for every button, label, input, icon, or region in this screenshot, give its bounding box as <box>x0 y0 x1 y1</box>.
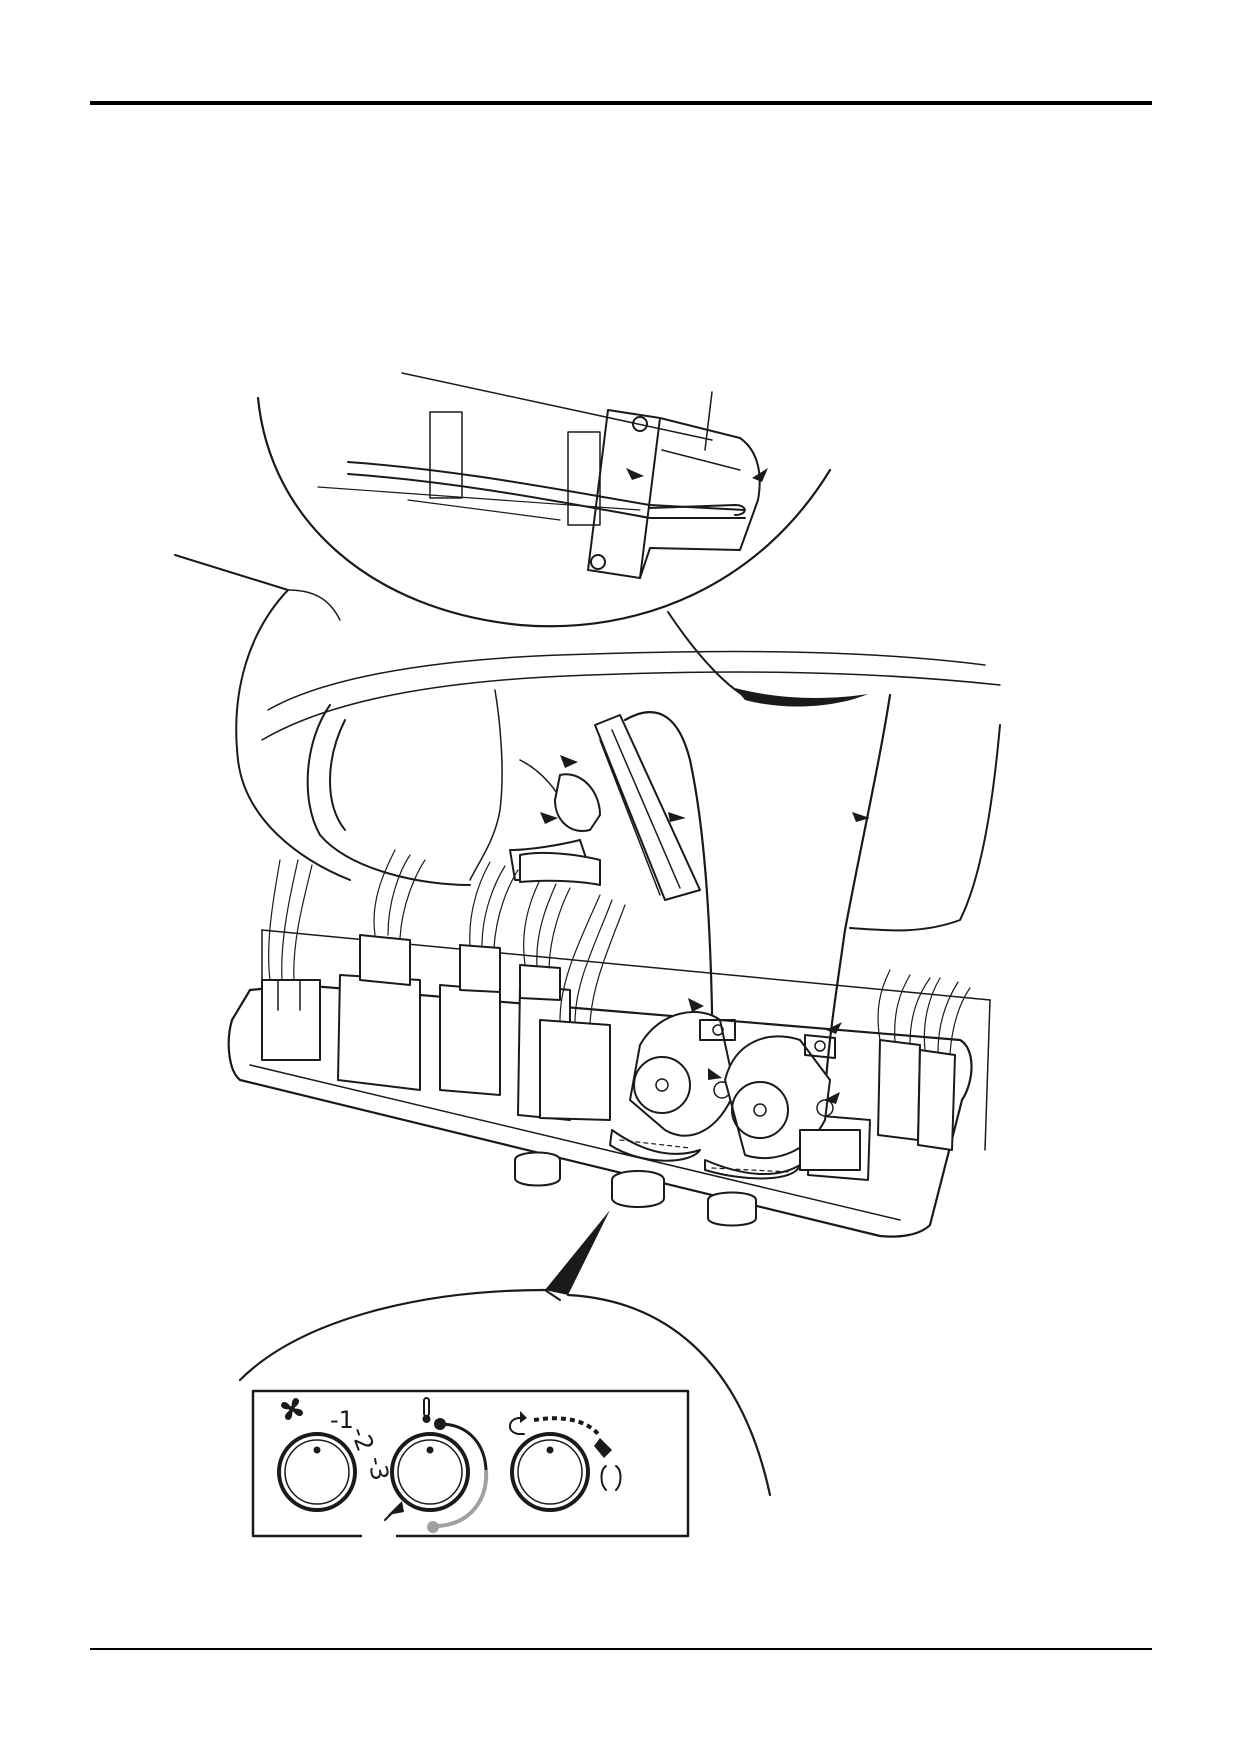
air-distribution-scale <box>533 1416 602 1438</box>
control-cable-left <box>623 711 714 1062</box>
dash-console-body <box>174 554 1001 1238</box>
release-arrow-icon <box>752 468 768 482</box>
fan-speed-knob[interactable] <box>277 1432 357 1512</box>
distribution-cable-quadrant <box>704 1034 861 1180</box>
air-distribution-knob[interactable] <box>510 1432 590 1512</box>
release-arrow-icon <box>688 998 704 1012</box>
control-cable-right <box>824 693 892 1082</box>
control-knob-stubs <box>514 1151 757 1227</box>
top-inset-outline <box>256 396 832 628</box>
temperature-icon <box>422 1397 431 1423</box>
top-inset-leader-wedge <box>735 688 868 707</box>
footer-rule <box>90 1648 1152 1650</box>
top-inset-detail <box>256 372 868 707</box>
release-arrow-icon <box>560 755 578 768</box>
temperature-cold-arc <box>437 1469 489 1528</box>
flap-servo-housing <box>519 714 701 901</box>
release-arrow-icon <box>824 1092 840 1104</box>
header-rule <box>90 101 1152 105</box>
wiring-connectors-left <box>261 849 626 1121</box>
release-arrow-icon <box>826 1022 842 1034</box>
fan-speed-label-3: -3 <box>362 1454 394 1482</box>
top-bracket-screw-upper <box>632 416 648 432</box>
release-arrow-icon <box>852 812 870 822</box>
fan-speed-label-1: -1 <box>330 1406 354 1434</box>
top-inset-leader <box>667 611 753 701</box>
release-arrow-icon <box>708 1068 722 1080</box>
air-distribution-scale-marker <box>594 1438 612 1458</box>
bottom-inset-detail: -1 -2 -3 <box>238 1210 772 1545</box>
temperature-knob[interactable] <box>390 1432 470 1512</box>
control-panel-face <box>251 1389 690 1538</box>
release-arrow-icon <box>668 812 686 822</box>
air-distribution-icon <box>509 1411 527 1435</box>
footwell-icon <box>600 1465 622 1491</box>
bottom-inset-outline <box>238 1288 772 1497</box>
bottom-inset-leader-wedge <box>545 1210 610 1295</box>
fan-icon <box>281 1398 303 1420</box>
top-bracket-screw-lower <box>590 554 606 570</box>
temperature-cold-dot <box>427 1521 439 1533</box>
release-arrow-icon <box>626 468 644 480</box>
release-arrow-icon <box>540 812 558 824</box>
temperature-hot-arc <box>439 1422 488 1471</box>
